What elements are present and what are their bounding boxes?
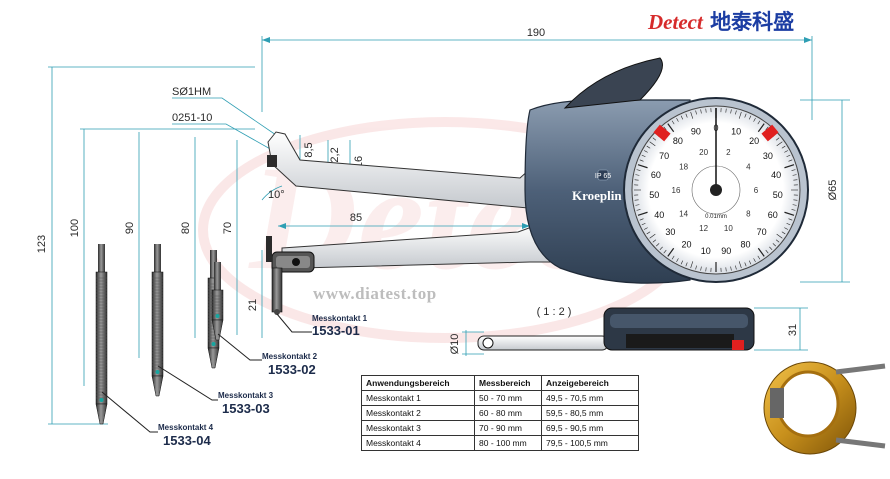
dim-90-label: 90: [124, 222, 136, 234]
table-cell: 60 - 80 mm: [475, 406, 542, 421]
contact-3-code: 1533-03: [222, 401, 270, 416]
contact-rod-3: [152, 244, 163, 396]
col-range: Messbereich: [475, 376, 542, 391]
dial-outer-number: 40: [771, 170, 781, 180]
angle-label: 10°: [268, 189, 285, 201]
contact-2-code: 1533-02: [268, 362, 316, 377]
dial-outer-number: 10: [701, 246, 711, 256]
dim-8-5-label: 8,5: [303, 142, 315, 157]
dial-outer-number: 70: [757, 227, 767, 237]
table-cell: Messkontakt 3: [362, 421, 475, 436]
dial-outer-number: 60: [768, 210, 778, 220]
dial-inner-number: 18: [679, 162, 688, 171]
tip-code-label: 0251-10: [172, 112, 212, 124]
table-cell: 70 - 90 mm: [475, 421, 542, 436]
dial-inner-number: 12: [699, 224, 708, 233]
kroeplin-logo: Kroeplin: [572, 188, 622, 203]
ip-rating: IP 65: [595, 173, 611, 180]
table-row: Messkontakt 1 50 - 70 mm 49,5 - 70,5 mm: [362, 391, 639, 406]
dim-21-label: 21: [247, 299, 259, 311]
table-row: Messkontakt 3 70 - 90 mm 69,5 - 90,5 mm: [362, 421, 639, 436]
dial-outer-number: 60: [651, 170, 661, 180]
dial-inner-number: 4: [746, 162, 751, 171]
thickness-label: 31: [787, 324, 799, 336]
dial-outer-number: 40: [654, 210, 664, 220]
dim-100-label: 100: [69, 219, 81, 237]
contact-4-title: Messkontakt 4: [158, 423, 214, 432]
table-cell: 79,5 - 100,5 mm: [542, 436, 639, 451]
table-header-row: Anwendungsbereich Messbereich Anzeigeber…: [362, 376, 639, 391]
dim-heights: 123 100 90 80 70 21: [36, 67, 262, 424]
dial-inner-number: 8: [746, 210, 751, 219]
contact-labels: Messkontakt 1 1533-01 Messkontakt 2 1533…: [158, 314, 368, 448]
dial-inner-number: 6: [754, 186, 759, 195]
table-cell: Messkontakt 2: [362, 406, 475, 421]
contact-1-code: 1533-01: [312, 323, 360, 338]
dial-diameter-label: Ø65: [827, 180, 839, 201]
table-cell: Messkontakt 4: [362, 436, 475, 451]
table-row: Messkontakt 2 60 - 80 mm 59,5 - 80,5 mm: [362, 406, 639, 421]
dial-outer-number: 20: [681, 240, 691, 250]
table-cell: 59,5 - 80,5 mm: [542, 406, 639, 421]
table-cell: 49,5 - 70,5 mm: [542, 391, 639, 406]
dial-outer-number: 50: [773, 190, 783, 200]
dial-outer-number: 80: [741, 240, 751, 250]
dim-70-label: 70: [222, 222, 234, 234]
website-url[interactable]: www.diatest.top: [313, 284, 437, 304]
table-cell: 80 - 100 mm: [475, 436, 542, 451]
spec-table: Anwendungsbereich Messbereich Anzeigeber…: [361, 375, 639, 451]
dial-inner-number: 14: [679, 210, 688, 219]
ball-tip-label: SØ1HM: [172, 86, 211, 98]
contact-3-title: Messkontakt 3: [218, 391, 274, 400]
contact-4-code: 1533-04: [163, 433, 211, 448]
dial-outer-number: 90: [721, 246, 731, 256]
dial-outer-number: 30: [665, 227, 675, 237]
dial-outer-number: 80: [673, 136, 683, 146]
col-application: Anwendungsbereich: [362, 376, 475, 391]
dim-80-label: 80: [180, 222, 192, 234]
dial-resolution: 0.01mm: [705, 214, 727, 220]
table-row: Messkontakt 4 80 - 100 mm 79,5 - 100,5 m…: [362, 436, 639, 451]
contact-2-title: Messkontakt 2: [262, 352, 318, 361]
ring-illustration: [764, 362, 885, 454]
dial-face: 0102030405060708090102030405060708090 24…: [624, 98, 808, 282]
dial-outer-number: 50: [649, 190, 659, 200]
contact-1-title: Messkontakt 1: [312, 314, 368, 323]
contact-rods: [96, 244, 223, 424]
dim-123-label: 123: [36, 235, 48, 253]
brand-name-cn: 地泰科盛: [710, 9, 794, 34]
dial-outer-number: 10: [731, 126, 741, 136]
brand-name-en: Detect: [648, 10, 703, 34]
dial-inner-number: 2: [726, 148, 731, 157]
dim-85-label: 85: [350, 212, 362, 224]
dial-inner-number: 10: [724, 224, 733, 233]
dial-outer-number: 90: [691, 126, 701, 136]
contact-rod-4: [96, 244, 107, 424]
table-cell: 50 - 70 mm: [475, 391, 542, 406]
table-cell: Messkontakt 1: [362, 391, 475, 406]
col-display: Anzeigebereich: [542, 376, 639, 391]
dim-190-label: 190: [527, 27, 545, 39]
dial-outer-number: 30: [763, 151, 773, 161]
dial-outer-number: 20: [749, 136, 759, 146]
dial-inner-number: 20: [699, 148, 708, 157]
scale-label: ( 1 : 2 ): [537, 306, 572, 318]
dial-inner-number: 16: [672, 186, 681, 195]
dial-outer-number: 70: [659, 151, 669, 161]
shaft-dia-label: Ø10: [449, 334, 461, 355]
brand-logo: Detect 地泰科盛: [648, 6, 794, 36]
table-cell: 69,5 - 90,5 mm: [542, 421, 639, 436]
